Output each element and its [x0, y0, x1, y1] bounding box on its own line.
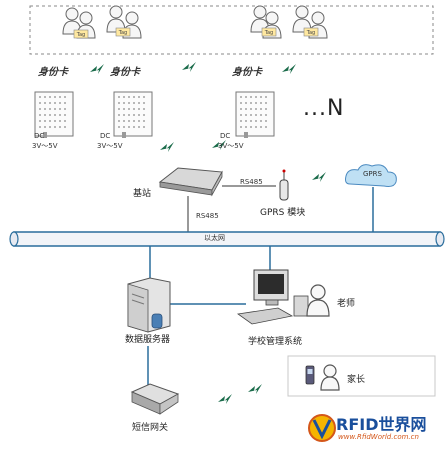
base-station-label: 基站 [133, 189, 152, 199]
wireless-signal-icon [312, 172, 326, 182]
ethernet-label: 以太网 [204, 234, 225, 242]
wireless-signal-icon [182, 62, 196, 72]
rfid-logo-emblem [308, 414, 336, 442]
svg-text:Tag: Tag [264, 30, 273, 36]
rfidworld-logo: RFID世界网 www.RfidWorld.com.cn [308, 408, 444, 450]
tag-badge: Tag [73, 29, 89, 39]
student-group-box [29, 5, 434, 55]
tag-badge: Tag [261, 27, 277, 37]
data-server-icon [127, 277, 171, 333]
wireless-signal-icon [90, 64, 104, 74]
wireless-signal-icon [282, 64, 296, 74]
logo-url: www.RfidWorld.com.cn [338, 433, 419, 441]
svg-text:Tag: Tag [118, 30, 127, 36]
school-system-pc-icon [236, 269, 309, 325]
tag-badge: Tag [303, 27, 319, 37]
id-card-reader [113, 91, 153, 139]
gprs-cloud-label: GPRS [363, 170, 382, 178]
gprs-module-device [279, 169, 289, 201]
gprs-module-label: GPRS 模块 [260, 208, 306, 218]
wireless-signal-icon [160, 142, 174, 152]
parent-icon [320, 364, 340, 391]
voltage-label: 3V～5V [218, 142, 244, 150]
wireless-signal-icon [218, 394, 232, 404]
teacher-label: 老师 [337, 299, 356, 309]
gprs-cloud-icon [345, 164, 397, 187]
more-cards-label: ...N [303, 96, 345, 121]
teacher-icon [306, 284, 330, 317]
rs485-label: RS485 [196, 212, 219, 220]
sms-gateway-label: 短信网关 [132, 423, 169, 433]
data-server-label: 数据服务器 [125, 335, 171, 345]
school-system-label: 学校管理系统 [248, 337, 303, 347]
tag-badge: Tag [115, 27, 131, 37]
parent-label: 家长 [347, 375, 366, 385]
ethernet-bus [9, 231, 445, 247]
dc-label: DC [220, 132, 231, 140]
voltage-label: 3V～5V [32, 142, 58, 150]
id-card-label: 身份卡 [232, 67, 262, 78]
base-station-device [158, 167, 223, 197]
svg-text:Tag: Tag [76, 32, 85, 38]
logo-text: RFID世界网 [336, 415, 427, 434]
sms-gateway-icon [130, 383, 180, 415]
svg-text:Tag: Tag [306, 30, 315, 36]
id-card-label: 身份卡 [38, 67, 68, 78]
id-card-label: 身份卡 [110, 67, 140, 78]
dc-label: DC [34, 132, 45, 140]
dc-label: DC [100, 132, 111, 140]
mobile-phone-icon [305, 365, 315, 385]
voltage-label: 3V～5V [97, 142, 123, 150]
id-card-reader [235, 91, 275, 139]
rs485-label: RS485 [240, 178, 263, 186]
wireless-signal-icon [248, 384, 262, 394]
